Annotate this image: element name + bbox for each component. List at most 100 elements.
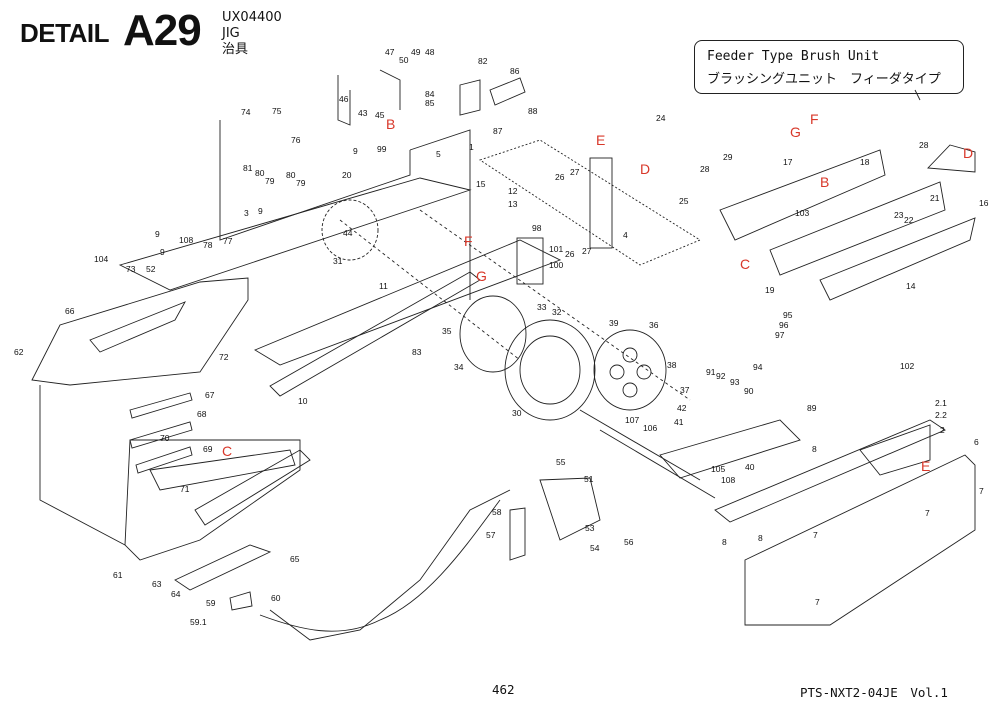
svg-text:59: 59 <box>206 598 216 608</box>
svg-text:9: 9 <box>258 206 263 216</box>
svg-text:F: F <box>464 233 473 249</box>
svg-text:104: 104 <box>94 254 108 264</box>
svg-text:94: 94 <box>753 362 763 372</box>
svg-text:9: 9 <box>155 229 160 239</box>
svg-text:73: 73 <box>126 264 136 274</box>
svg-text:101: 101 <box>549 244 563 254</box>
svg-text:D: D <box>640 161 650 177</box>
svg-text:9: 9 <box>160 247 165 257</box>
svg-text:54: 54 <box>590 543 600 553</box>
svg-text:30: 30 <box>512 408 522 418</box>
svg-text:71: 71 <box>180 484 190 494</box>
svg-text:43: 43 <box>358 108 368 118</box>
svg-text:106: 106 <box>643 423 657 433</box>
svg-text:70: 70 <box>160 433 170 443</box>
svg-text:93: 93 <box>730 377 740 387</box>
svg-text:63: 63 <box>152 579 162 589</box>
svg-text:87: 87 <box>493 126 503 136</box>
jig-label: JIG <box>222 26 240 41</box>
svg-text:21: 21 <box>930 193 940 203</box>
svg-text:98: 98 <box>532 223 542 233</box>
svg-text:40: 40 <box>745 462 755 472</box>
svg-text:75: 75 <box>272 106 282 116</box>
jig-label-jp: 治具 <box>222 42 249 57</box>
part-code: UX04400 <box>222 10 282 25</box>
svg-text:67: 67 <box>205 390 215 400</box>
svg-text:56: 56 <box>624 537 634 547</box>
svg-text:82: 82 <box>478 56 488 66</box>
svg-text:23: 23 <box>894 210 904 220</box>
svg-text:69: 69 <box>203 444 213 454</box>
svg-text:79: 79 <box>296 178 306 188</box>
svg-text:68: 68 <box>197 409 207 419</box>
svg-text:32: 32 <box>552 307 562 317</box>
svg-text:10: 10 <box>298 396 308 406</box>
svg-text:60: 60 <box>271 593 281 603</box>
svg-text:20: 20 <box>342 170 352 180</box>
svg-text:B: B <box>820 174 829 190</box>
svg-text:76: 76 <box>291 135 301 145</box>
svg-text:4: 4 <box>623 230 628 240</box>
svg-text:14: 14 <box>906 281 916 291</box>
svg-text:78: 78 <box>203 240 213 250</box>
svg-text:22: 22 <box>904 215 914 225</box>
svg-text:89: 89 <box>807 403 817 413</box>
svg-text:8: 8 <box>722 537 727 547</box>
svg-text:45: 45 <box>375 110 385 120</box>
svg-text:103: 103 <box>795 208 809 218</box>
svg-text:25: 25 <box>679 196 689 206</box>
svg-text:92: 92 <box>716 371 726 381</box>
svg-text:84: 84 <box>425 89 435 99</box>
svg-text:96: 96 <box>779 320 789 330</box>
page-number: 462 <box>492 682 515 697</box>
svg-text:108: 108 <box>721 475 735 485</box>
svg-text:49: 49 <box>411 47 421 57</box>
svg-text:34: 34 <box>454 362 464 372</box>
svg-text:11: 11 <box>379 281 388 291</box>
svg-text:7: 7 <box>815 597 820 607</box>
svg-text:44: 44 <box>343 228 353 238</box>
svg-text:88: 88 <box>528 106 538 116</box>
svg-text:66: 66 <box>65 306 75 316</box>
svg-text:27: 27 <box>570 167 580 177</box>
svg-text:26: 26 <box>555 172 565 182</box>
svg-text:107: 107 <box>625 415 639 425</box>
svg-text:58: 58 <box>492 507 502 517</box>
svg-text:100: 100 <box>549 260 563 270</box>
svg-text:D: D <box>963 145 973 161</box>
svg-text:72: 72 <box>219 352 229 362</box>
svg-text:108: 108 <box>179 235 193 245</box>
svg-text:85: 85 <box>425 98 435 108</box>
svg-text:2.1: 2.1 <box>935 398 947 408</box>
svg-text:7: 7 <box>925 508 930 518</box>
svg-text:27: 27 <box>582 246 592 256</box>
svg-text:35: 35 <box>442 326 452 336</box>
detail-code: A29 <box>123 6 202 55</box>
svg-text:105: 105 <box>711 464 725 474</box>
svg-text:42: 42 <box>677 403 687 413</box>
svg-text:1: 1 <box>469 142 474 152</box>
svg-text:3: 3 <box>244 208 249 218</box>
svg-text:31: 31 <box>333 256 343 266</box>
svg-text:26: 26 <box>565 249 575 259</box>
svg-text:79: 79 <box>265 176 275 186</box>
svg-text:29: 29 <box>723 152 733 162</box>
svg-text:E: E <box>921 458 930 474</box>
svg-text:C: C <box>222 443 232 459</box>
svg-text:33: 33 <box>537 302 547 312</box>
svg-text:95: 95 <box>783 310 793 320</box>
svg-text:65: 65 <box>290 554 300 564</box>
svg-text:17: 17 <box>783 157 793 167</box>
svg-text:53: 53 <box>585 523 595 533</box>
svg-text:8: 8 <box>812 444 817 454</box>
svg-text:91: 91 <box>706 367 716 377</box>
svg-text:64: 64 <box>171 589 181 599</box>
detail-word: DETAIL <box>20 18 109 48</box>
svg-text:2: 2 <box>940 425 945 435</box>
svg-text:57: 57 <box>486 530 496 540</box>
svg-text:16: 16 <box>979 198 989 208</box>
svg-text:18: 18 <box>860 157 870 167</box>
